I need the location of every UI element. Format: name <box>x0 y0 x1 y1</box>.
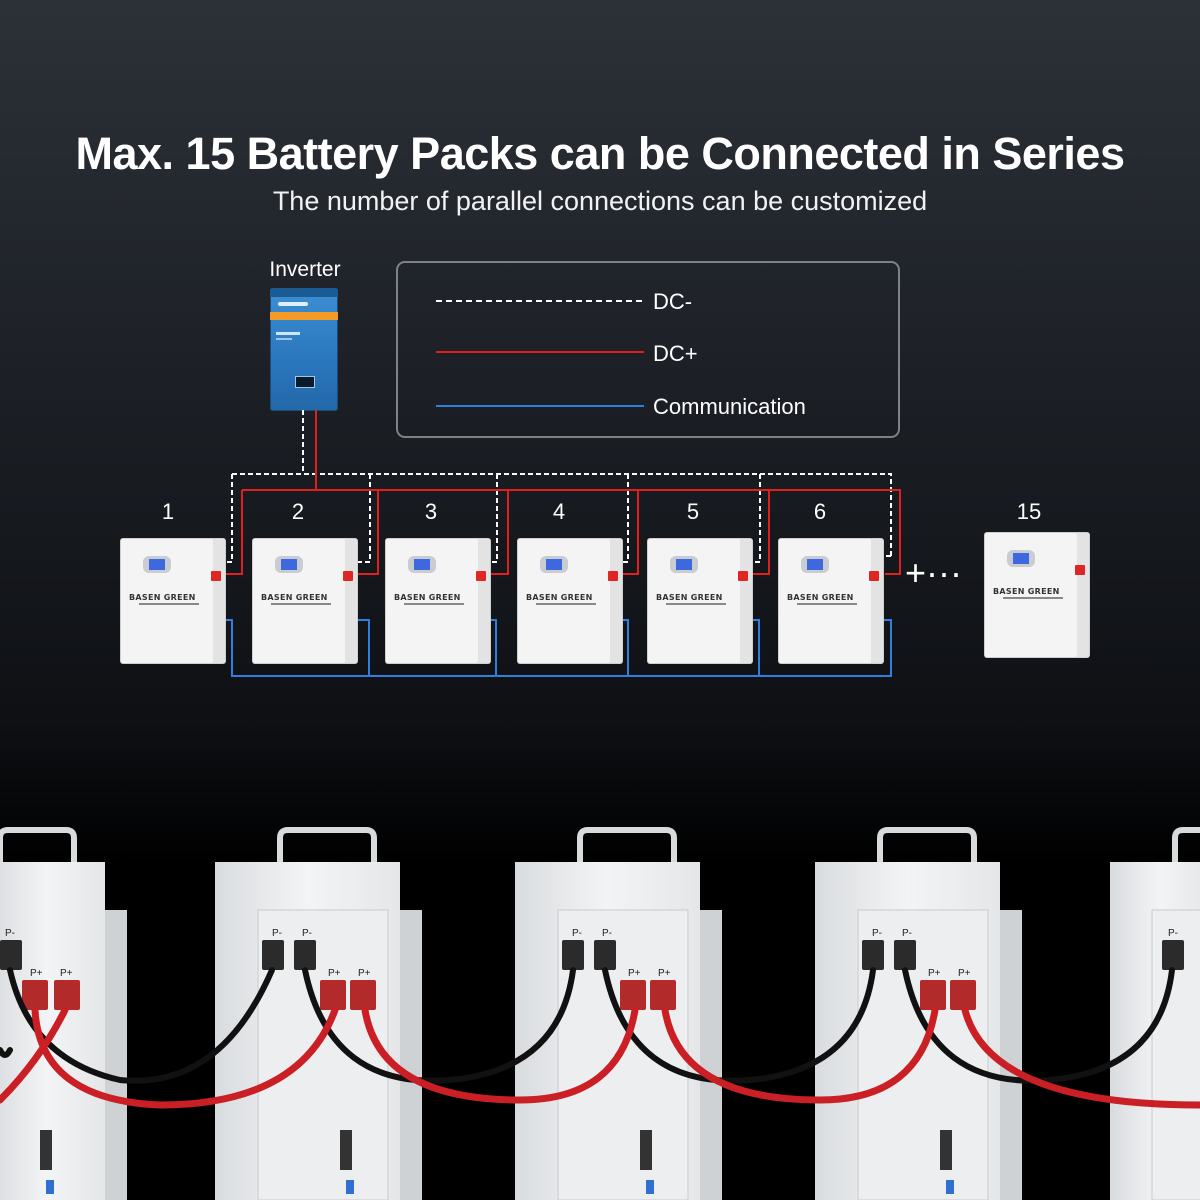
terminal-label-negative: P- <box>902 928 912 939</box>
battery-case <box>215 827 422 1200</box>
dc-plus-wires <box>222 410 901 575</box>
battery-number: 4 <box>552 499 566 524</box>
battery-module: BASEN GREEN <box>518 539 622 663</box>
battery-module: BASEN GREEN <box>648 539 752 663</box>
battery-brand: BASEN GREEN <box>261 593 328 602</box>
battery-number: 5 <box>686 499 700 524</box>
terminal-label-negative: P- <box>272 928 282 939</box>
wiring-diagram <box>215 410 901 677</box>
terminal-labels: P- P+ P+ P- P- P+ P+ P- P- P+ P+ P- P- P… <box>5 928 1178 979</box>
battery-number: 3 <box>424 499 438 524</box>
terminal-label-positive: P+ <box>928 968 941 979</box>
page-subtitle: The number of parallel connections can b… <box>272 186 928 216</box>
terminal-label-positive: P+ <box>328 968 341 979</box>
terminal-label-negative: P- <box>602 928 612 939</box>
battery-number: 6 <box>813 499 827 524</box>
battery-case <box>1110 827 1200 1200</box>
battery-module: BASEN GREEN <box>985 533 1089 657</box>
inverter-image <box>270 288 338 411</box>
battery-brand: BASEN GREEN <box>993 587 1060 596</box>
battery-brand: BASEN GREEN <box>787 593 854 602</box>
battery-module: BASEN GREEN <box>779 539 883 663</box>
battery-number: 15 <box>1016 499 1042 524</box>
terminal-label-negative: P- <box>5 928 15 939</box>
battery-brand: BASEN GREEN <box>526 593 593 602</box>
legend-label-dc-plus: DC+ <box>653 341 698 366</box>
battery-number: 1 <box>161 499 175 524</box>
page-title: Max. 15 Battery Packs can be Connected i… <box>75 128 1125 179</box>
battery-module: BASEN GREEN <box>386 539 490 663</box>
terminal-label-positive: P+ <box>958 968 971 979</box>
battery-brand: BASEN GREEN <box>656 593 723 602</box>
legend-label-dc-minus: DC- <box>653 289 693 314</box>
battery-brand: BASEN GREEN <box>129 593 196 602</box>
terminal-label-negative: P- <box>302 928 312 939</box>
legend-label-communication: Communication <box>653 394 806 419</box>
inverter-label: Inverter <box>269 258 341 281</box>
red-cables <box>0 1006 1200 1109</box>
legend: DC- DC+ Communication <box>396 261 900 438</box>
terminal-label-negative: P- <box>872 928 882 939</box>
battery-number: 2 <box>291 499 305 524</box>
battery-module: BASEN GREEN <box>121 539 225 663</box>
rear-ports <box>40 1130 954 1194</box>
positive-connectors <box>22 980 976 1010</box>
battery-rack-photo: P- P+ P+ P- P- P+ P+ P- P- P+ P+ P- P- P… <box>0 827 1200 1200</box>
terminal-label-positive: P+ <box>358 968 371 979</box>
continuation-indicator: +··· <box>905 552 962 593</box>
battery-module: BASEN GREEN <box>253 539 357 663</box>
battery-brand: BASEN GREEN <box>394 593 461 602</box>
terminal-label-positive: P+ <box>628 968 641 979</box>
terminal-label-negative: P- <box>1168 928 1178 939</box>
terminal-label-positive: P+ <box>30 968 43 979</box>
terminal-label-positive: P+ <box>658 968 671 979</box>
terminal-label-negative: P- <box>572 928 582 939</box>
terminal-label-positive: P+ <box>60 968 73 979</box>
negative-connectors <box>0 940 1184 970</box>
